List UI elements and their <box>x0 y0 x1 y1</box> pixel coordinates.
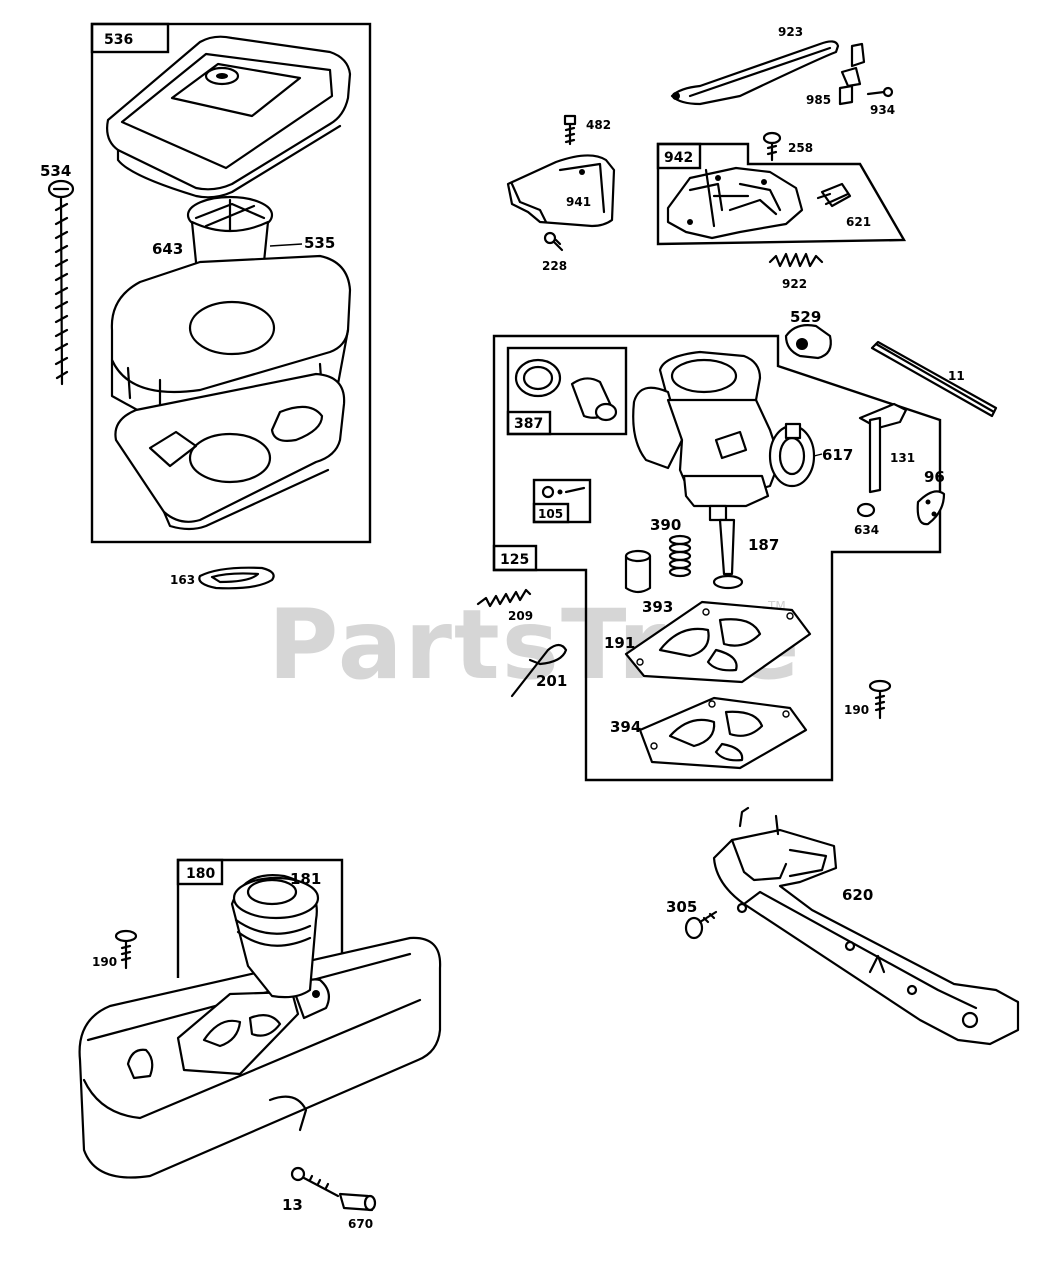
label-482: 482 <box>586 118 611 132</box>
label-617: 617 <box>822 446 853 464</box>
fuel-tank-box-tag <box>176 858 224 886</box>
pump-cup-393[interactable] <box>624 549 652 594</box>
label-209: 209 <box>508 609 533 623</box>
air-cleaner-base[interactable] <box>110 254 352 440</box>
label-934: 934 <box>870 103 895 117</box>
fuel-tank-group: 180 181 <box>78 858 442 1179</box>
label-394: 394 <box>610 718 641 736</box>
governor-box <box>656 142 907 246</box>
screw-482[interactable] <box>563 114 577 146</box>
plate-96[interactable] <box>916 490 946 526</box>
air-cleaner-box-tag <box>90 22 170 54</box>
spring-621[interactable] <box>816 182 852 208</box>
screw-kit-tag <box>532 502 570 524</box>
label-125: 125 <box>500 552 529 568</box>
spring-209[interactable] <box>476 588 532 608</box>
screw-228[interactable] <box>543 231 564 252</box>
label-393: 393 <box>642 598 673 616</box>
label-96: 96 <box>924 468 945 486</box>
label-922: 922 <box>782 277 807 291</box>
bracket-620[interactable] <box>712 806 1020 1046</box>
screw-305[interactable] <box>684 910 718 940</box>
clip-201[interactable] <box>510 643 568 698</box>
label-180: 180 <box>186 866 215 882</box>
label-228: 228 <box>542 259 567 273</box>
label-258: 258 <box>788 141 813 155</box>
carburetor-box-tag <box>492 544 538 572</box>
screw-kit-parts[interactable] <box>541 485 586 499</box>
label-181: 181 <box>290 870 321 888</box>
spring-922[interactable] <box>768 252 824 268</box>
label-201: 201 <box>536 672 567 690</box>
air-cleaner-pan[interactable] <box>114 372 346 531</box>
label-529: 529 <box>790 308 821 326</box>
screw-534[interactable] <box>47 179 75 386</box>
label-534: 534 <box>40 162 71 180</box>
fuel-line-11[interactable] <box>870 340 998 418</box>
label-923: 923 <box>778 25 803 39</box>
carburetor-body[interactable] <box>632 350 816 522</box>
diaphragm-191[interactable] <box>624 600 812 684</box>
gasket-163[interactable] <box>198 566 275 590</box>
pin-934[interactable] <box>866 86 894 98</box>
part-985[interactable] <box>838 42 866 106</box>
label-643: 643 <box>152 240 183 258</box>
link-923[interactable] <box>670 40 840 106</box>
washer-634[interactable] <box>856 502 876 518</box>
label-105: 105 <box>538 507 563 521</box>
label-305: 305 <box>666 898 697 916</box>
fuel-tank[interactable] <box>78 936 442 1179</box>
label-163: 163 <box>170 573 195 587</box>
label-620: 620 <box>842 886 873 904</box>
label-634: 634 <box>854 523 879 537</box>
fuel-cap-181[interactable] <box>230 874 320 999</box>
label-942: 942 <box>664 150 693 166</box>
label-387: 387 <box>514 416 543 432</box>
label-190-left: 190 <box>92 955 117 969</box>
label-13: 13 <box>282 1196 303 1214</box>
air-cleaner-group: 536 64 <box>90 22 372 544</box>
fuel-tank-box <box>176 858 344 990</box>
fitting-670[interactable] <box>338 1192 377 1212</box>
fitting-13[interactable] <box>290 1166 340 1198</box>
spring-390[interactable] <box>668 534 692 578</box>
air-cleaner-cover[interactable] <box>106 35 352 199</box>
bracket-941[interactable] <box>506 154 616 228</box>
seal-ring[interactable] <box>514 358 562 398</box>
label-190-right: 190 <box>844 703 869 717</box>
label-11: 11 <box>948 369 965 383</box>
carburetor-box <box>492 334 942 782</box>
overhaul-kit-tag <box>506 410 552 436</box>
screw-190-left[interactable] <box>114 929 138 970</box>
label-621: 621 <box>846 215 871 229</box>
label-941: 941 <box>566 195 591 209</box>
label-536: 536 <box>104 32 133 48</box>
needle-seat[interactable] <box>570 377 618 422</box>
shaft-131[interactable] <box>858 402 908 494</box>
screw-190-right[interactable] <box>868 679 892 720</box>
needle-187[interactable] <box>712 518 744 590</box>
elbow-529[interactable] <box>784 324 832 360</box>
screw-258[interactable] <box>762 131 782 162</box>
governor-box-tag <box>656 142 702 170</box>
label-131: 131 <box>890 451 915 465</box>
label-187: 187 <box>748 536 779 554</box>
label-191: 191 <box>604 634 635 652</box>
label-670: 670 <box>348 1217 373 1231</box>
governor-plate[interactable] <box>666 166 804 240</box>
label-390: 390 <box>650 516 681 534</box>
label-985: 985 <box>806 93 831 107</box>
governor-box-group: 942 621 <box>656 142 907 246</box>
gasket-394[interactable] <box>638 696 808 770</box>
carburetor-group: 125 387 105 <box>492 334 946 782</box>
label-535: 535 <box>304 234 335 252</box>
overhaul-kit-box <box>506 346 628 436</box>
air-cleaner-box <box>90 22 372 544</box>
